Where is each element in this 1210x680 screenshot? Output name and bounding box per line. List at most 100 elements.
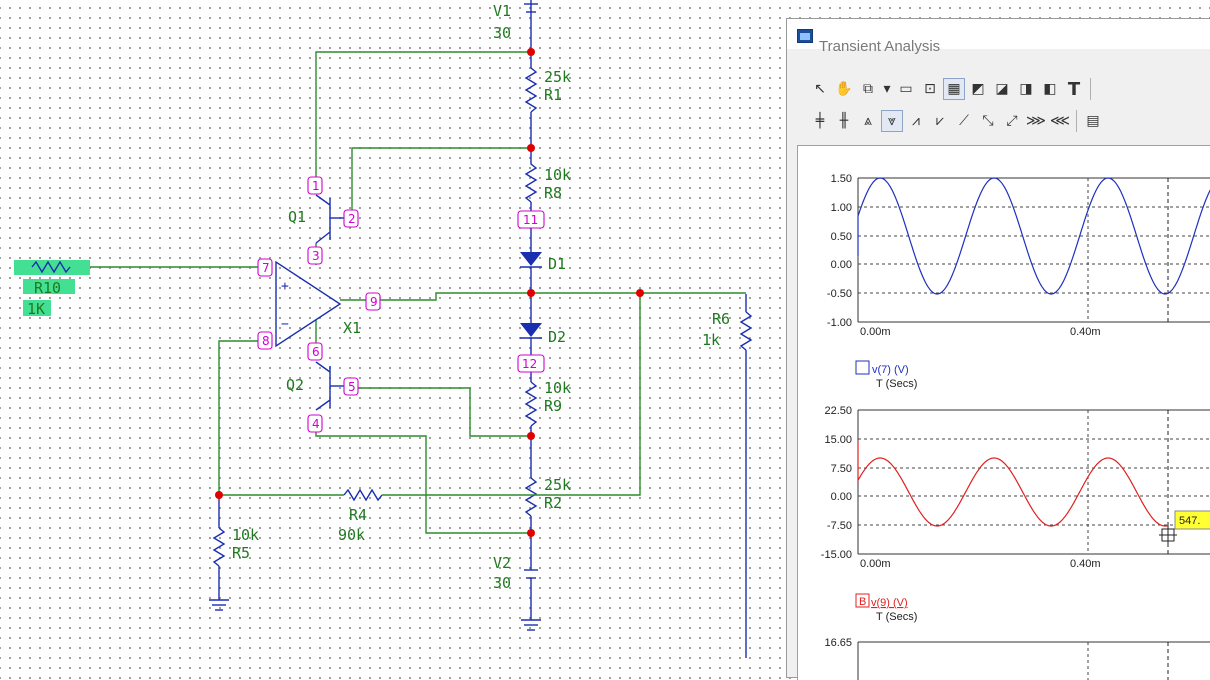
- high-icon[interactable]: ⩘: [912, 113, 920, 129]
- graph-4-icon[interactable]: ◪: [995, 81, 1009, 97]
- node-junction: [215, 491, 223, 499]
- schematic-canvas[interactable]: V1 30: [0, 0, 790, 658]
- r1-resistor[interactable]: [524, 67, 538, 113]
- r4-resistor[interactable]: [343, 488, 383, 502]
- xmin-icon[interactable]: ⤡: [982, 113, 994, 129]
- plot-area[interactable]: 1.50 1.00 0.50 0.00 -0.50 -1.00 0.00m 0.…: [797, 145, 1210, 680]
- svg-text:2: 2: [348, 212, 356, 226]
- svg-text:7: 7: [262, 261, 270, 275]
- svg-text:3: 3: [312, 249, 320, 263]
- cursor-marker[interactable]: [1159, 526, 1177, 544]
- graph-1-icon[interactable]: ⊡: [924, 81, 936, 97]
- pin-1[interactable]: 1: [307, 176, 323, 195]
- pin-3[interactable]: 3: [307, 246, 323, 265]
- pin-2[interactable]: 2: [343, 209, 359, 228]
- v2-label: V2: [493, 554, 511, 572]
- pin-4[interactable]: 4: [307, 414, 323, 433]
- v1-supply[interactable]: V1 30: [493, 0, 538, 52]
- q2-transistor[interactable]: Q2: [286, 361, 344, 411]
- q2-label: Q2: [286, 376, 304, 394]
- plot-v7[interactable]: 1.50 1.00 0.50 0.00 -0.50 -1.00 0.00m 0.…: [827, 173, 1210, 390]
- svg-text:12: 12: [522, 357, 537, 371]
- xmax-icon[interactable]: ⤢: [1006, 113, 1018, 129]
- v9-legend[interactable]: v(9) (V): [871, 597, 908, 609]
- v7-legend[interactable]: v(7) (V): [872, 364, 909, 376]
- x-tick: 0.40m: [1070, 326, 1101, 338]
- node-junction: [527, 289, 535, 297]
- pin-12[interactable]: 12: [517, 354, 545, 373]
- pin-6[interactable]: 6: [307, 342, 323, 361]
- v7-legend-box[interactable]: [855, 360, 870, 375]
- plot-3[interactable]: 16.65: [824, 637, 1210, 680]
- v2-supply[interactable]: [521, 569, 541, 631]
- pointer-icon[interactable]: ↖: [814, 81, 826, 97]
- y-tick: 22.50: [824, 405, 852, 417]
- pin-5[interactable]: 5: [343, 377, 359, 396]
- window-app-icon: [797, 29, 813, 43]
- v9-legend-box[interactable]: [855, 593, 870, 608]
- transient-analysis-window[interactable]: Transient Analysis ↖ ✋ ⧉ ▾ ▭ ⊡ ▦ ◩ ◪ ◨ ◧…: [786, 18, 1210, 680]
- pin-8[interactable]: 8: [257, 331, 273, 350]
- r9-resistor[interactable]: [524, 381, 538, 427]
- pin-9[interactable]: 9: [365, 292, 381, 311]
- graph-2-icon[interactable]: ▦: [943, 78, 965, 100]
- r5-resistor[interactable]: [212, 527, 226, 567]
- r6-label: R6: [712, 310, 730, 328]
- node-junction: [527, 432, 535, 440]
- v1-value: 30: [493, 24, 511, 42]
- dropdown-icon[interactable]: ▾: [883, 81, 891, 97]
- hand-icon[interactable]: ✋: [835, 81, 853, 97]
- q1-transistor[interactable]: Q1: [288, 194, 344, 244]
- toolbar-separator: [1090, 78, 1091, 100]
- pin-11[interactable]: 11: [517, 210, 545, 229]
- x1-opamp[interactable]: + − X1: [275, 260, 361, 348]
- graph-5-icon[interactable]: ◨: [1019, 81, 1033, 97]
- d1-label: D1: [548, 255, 566, 273]
- ymin-icon[interactable]: ⋙: [1026, 113, 1046, 129]
- plot-v9[interactable]: 547. 22.50 15.00 7.50 0.00 -7.50 -15.00 …: [821, 405, 1210, 623]
- y-tick: 1.50: [831, 173, 852, 185]
- v9-legend-prefix: B: [859, 596, 866, 608]
- text-tool-icon[interactable]: T: [1067, 78, 1081, 100]
- x-tick: 0.40m: [1070, 558, 1101, 570]
- cursor-1-icon[interactable]: ╪: [815, 113, 825, 129]
- window-titlebar[interactable]: Transient Analysis: [787, 19, 1210, 55]
- d1-diode[interactable]: [520, 252, 542, 268]
- opamp-minus-sign: −: [281, 317, 289, 332]
- y-tick: 0.00: [831, 259, 852, 271]
- paste-icon[interactable]: ▤: [1086, 113, 1100, 129]
- y-tick: -7.50: [827, 520, 852, 532]
- ymax-icon[interactable]: ⋘: [1050, 113, 1070, 129]
- peak-icon[interactable]: ⩓: [864, 113, 872, 129]
- v7-waveform: [857, 177, 1210, 295]
- slope-icon[interactable]: ⟋: [959, 113, 969, 129]
- r2-resistor[interactable]: [524, 477, 538, 517]
- cursor-readout-box: [1174, 510, 1210, 530]
- v2-value: 30: [493, 574, 511, 592]
- low-icon[interactable]: ⩗: [936, 113, 944, 129]
- pin-7[interactable]: 7: [257, 258, 273, 277]
- node-junction: [527, 144, 535, 152]
- cursor-2-icon[interactable]: ╫: [839, 113, 849, 129]
- y-tick: 15.00: [824, 434, 852, 446]
- x1-label: X1: [343, 319, 361, 337]
- y-tick: -1.00: [827, 317, 852, 329]
- y-tick: 1.00: [831, 202, 852, 214]
- y-tick: -0.50: [827, 288, 852, 300]
- r8-resistor[interactable]: [524, 148, 538, 203]
- r9-label: R9: [544, 397, 562, 415]
- r2-value: 25k: [544, 476, 571, 494]
- window-icon[interactable]: ▭: [899, 81, 913, 97]
- y-tick: 0.00: [831, 491, 852, 503]
- graph-3-icon[interactable]: ◩: [971, 81, 985, 97]
- r10-resistor[interactable]: R10 1K: [14, 260, 90, 318]
- y-tick: 7.50: [831, 463, 852, 475]
- node-junction: [527, 529, 535, 537]
- graph-6-icon[interactable]: ◧: [1043, 81, 1057, 97]
- r6-resistor[interactable]: [739, 311, 753, 351]
- r10-label: R10: [34, 279, 61, 297]
- zoom-icon[interactable]: ⧉: [863, 81, 873, 97]
- d2-diode[interactable]: [520, 323, 542, 339]
- valley-icon[interactable]: ⩔: [881, 110, 903, 132]
- v1-label: V1: [493, 2, 511, 20]
